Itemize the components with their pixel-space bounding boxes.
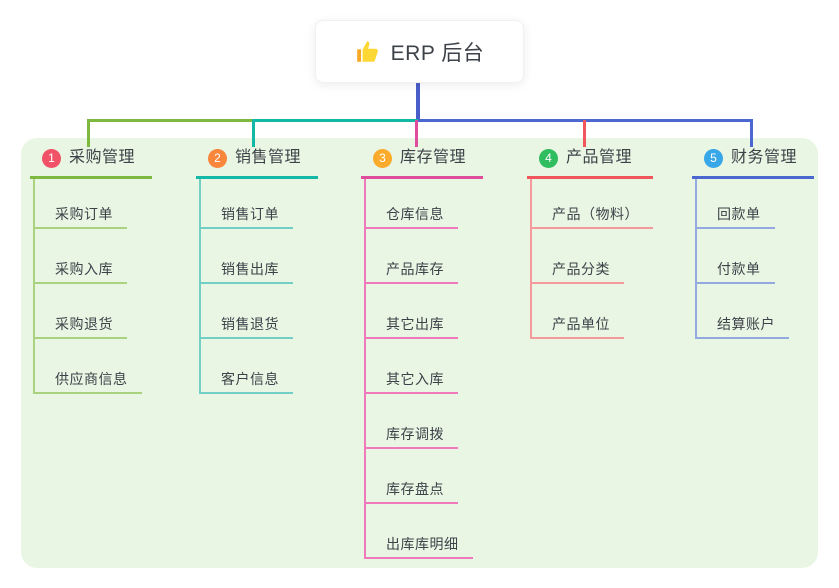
child-node[interactable]: 销售退货 (201, 284, 293, 339)
child-node[interactable]: 产品库存 (366, 229, 458, 284)
child-node[interactable]: 库存调拨 (366, 394, 458, 449)
child-node[interactable]: 回款单 (697, 179, 775, 229)
branch-children: 仓库信息 产品库存 其它出库 其它入库 库存调拨 库存盘点 出库库明细 (364, 179, 483, 559)
branch-header-purchase[interactable]: 1 采购管理 (30, 147, 152, 179)
branch-purchase: 1 采购管理 采购订单 采购入库 采购退货 供应商信息 (30, 147, 152, 394)
branch-label: 采购管理 (69, 149, 136, 166)
branch-children: 回款单 付款单 结算账户 (695, 179, 814, 339)
branch-number-badge: 1 (42, 148, 61, 168)
connector-drop-purchase (87, 120, 90, 147)
child-node[interactable]: 其它入库 (366, 339, 458, 394)
thumbs-up-icon (356, 40, 378, 62)
branch-header-finance[interactable]: 5 财务管理 (692, 147, 814, 179)
connector-root-line (416, 83, 420, 120)
branch-sales: 2 销售管理 销售订单 销售出库 销售退货 客户信息 (196, 147, 318, 394)
connector-drop-inventory (415, 120, 418, 147)
child-node[interactable]: 仓库信息 (366, 179, 458, 229)
connector-bus-mid (252, 119, 418, 122)
branch-children: 销售订单 销售出库 销售退货 客户信息 (199, 179, 318, 394)
child-node[interactable]: 产品（物料） (532, 179, 653, 229)
child-node[interactable]: 采购订单 (35, 179, 127, 229)
child-node[interactable]: 采购入库 (35, 229, 127, 284)
branch-label: 库存管理 (400, 149, 467, 166)
root-node[interactable]: ERP 后台 (315, 20, 524, 83)
branch-number-badge: 5 (704, 148, 723, 168)
child-node[interactable]: 付款单 (697, 229, 775, 284)
child-node[interactable]: 产品分类 (532, 229, 624, 284)
branch-inventory: 3 库存管理 仓库信息 产品库存 其它出库 其它入库 库存调拨 库存盘点 出库库… (361, 147, 483, 559)
branch-product: 4 产品管理 产品（物料） 产品分类 产品单位 (527, 147, 653, 339)
child-node[interactable]: 销售订单 (201, 179, 293, 229)
branch-number-badge: 3 (373, 148, 392, 168)
child-node[interactable]: 客户信息 (201, 339, 293, 394)
connector-bus-left (87, 119, 252, 122)
child-node[interactable]: 采购退货 (35, 284, 127, 339)
child-node[interactable]: 其它出库 (366, 284, 458, 339)
mindmap-canvas-panel (21, 138, 818, 568)
child-node[interactable]: 销售出库 (201, 229, 293, 284)
branch-children: 产品（物料） 产品分类 产品单位 (530, 179, 653, 339)
branch-finance: 5 财务管理 回款单 付款单 结算账户 (692, 147, 814, 339)
branch-label: 销售管理 (235, 149, 302, 166)
root-node-label: ERP 后台 (390, 41, 485, 65)
child-node[interactable]: 库存盘点 (366, 449, 458, 504)
branch-number-badge: 4 (539, 148, 558, 168)
branch-header-sales[interactable]: 2 销售管理 (196, 147, 318, 179)
branch-header-inventory[interactable]: 3 库存管理 (361, 147, 483, 179)
branch-children: 采购订单 采购入库 采购退货 供应商信息 (33, 179, 152, 394)
connector-drop-finance (750, 120, 753, 147)
branch-header-product[interactable]: 4 产品管理 (527, 147, 653, 179)
branch-label: 产品管理 (566, 149, 633, 166)
branch-number-badge: 2 (208, 148, 227, 168)
connector-drop-sales (252, 120, 255, 147)
child-node[interactable]: 产品单位 (532, 284, 624, 339)
child-node[interactable]: 出库库明细 (366, 504, 473, 559)
child-node[interactable]: 结算账户 (697, 284, 789, 339)
connector-drop-product (583, 120, 586, 147)
branch-label: 财务管理 (731, 149, 798, 166)
child-node[interactable]: 供应商信息 (35, 339, 142, 394)
